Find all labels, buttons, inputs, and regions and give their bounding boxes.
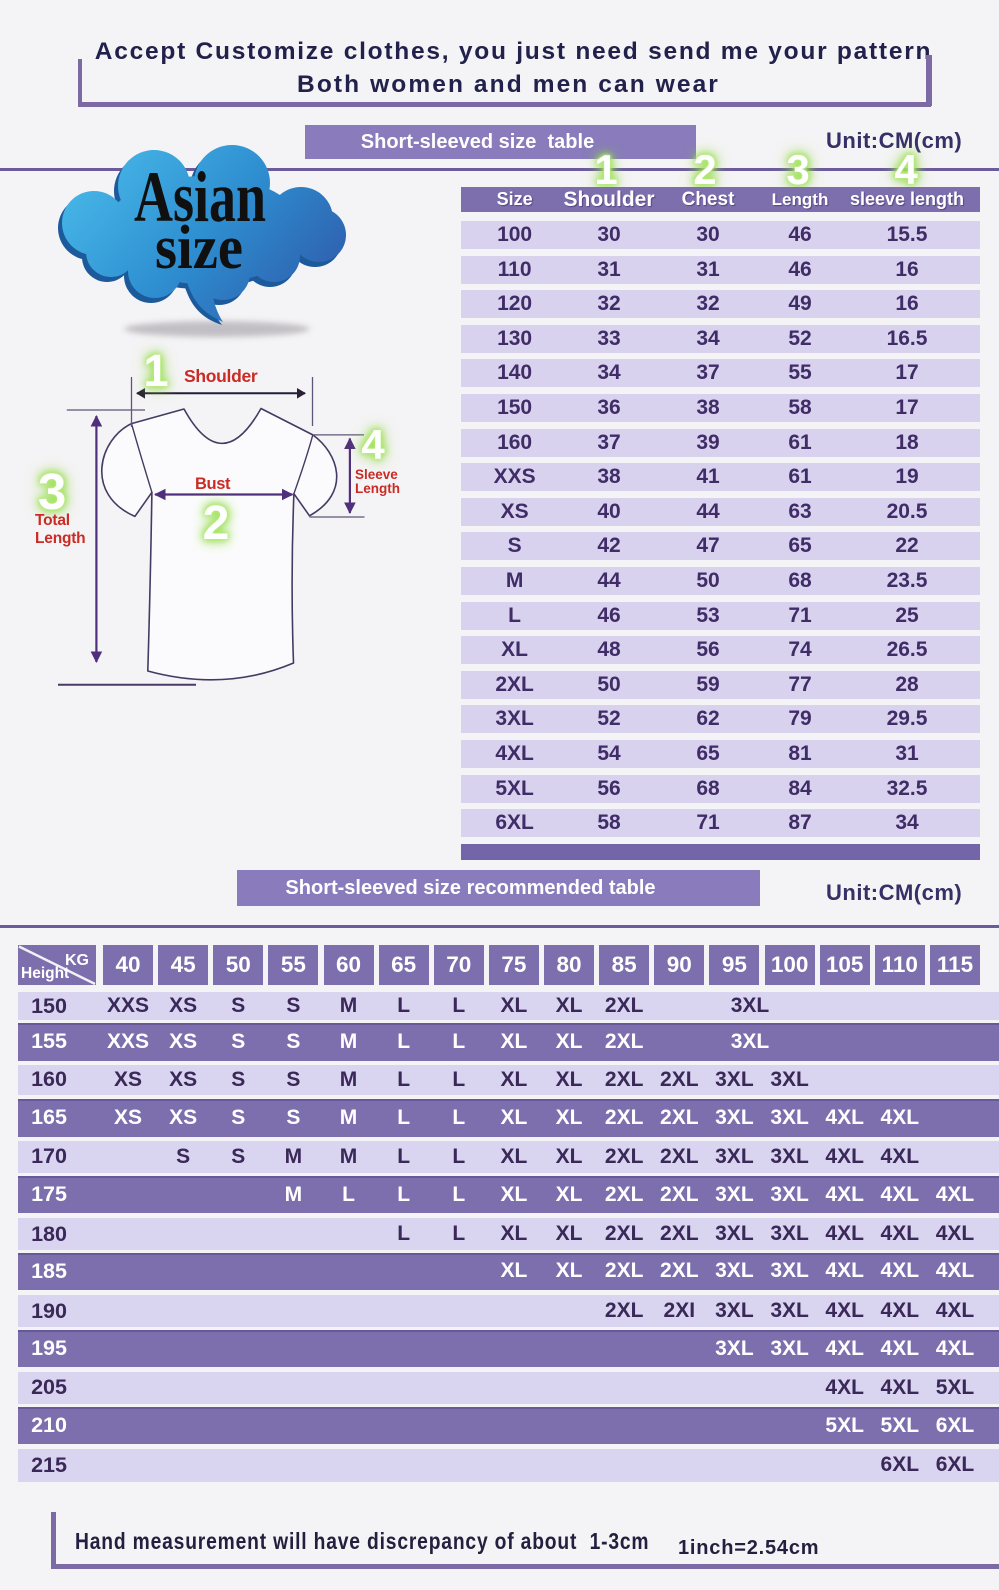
- svg-text:Asian: Asian: [134, 157, 266, 237]
- svg-text:size: size: [155, 214, 243, 282]
